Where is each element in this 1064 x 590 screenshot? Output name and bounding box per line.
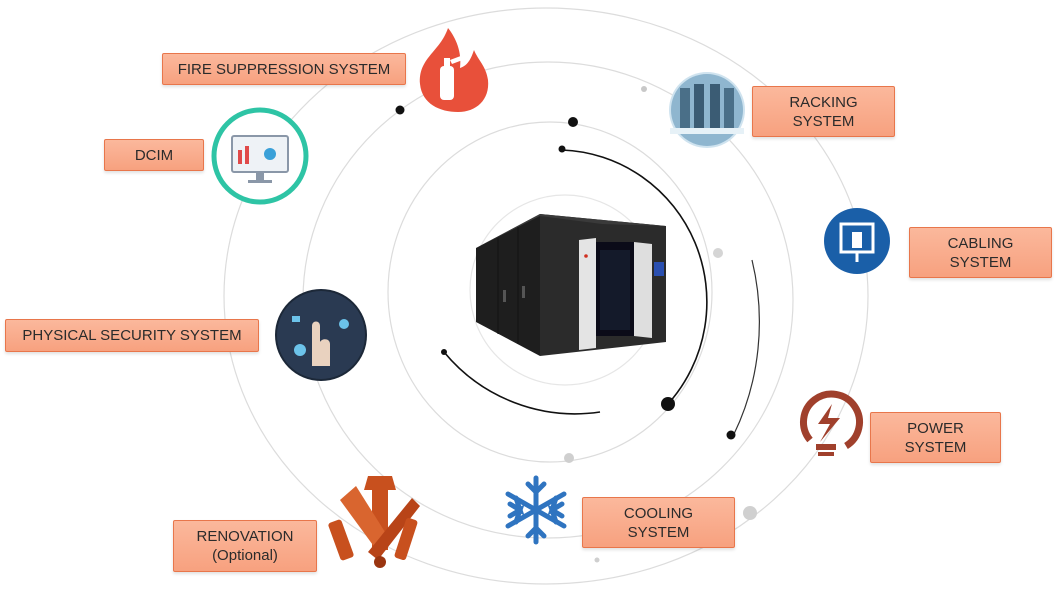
orbit-dot bbox=[568, 117, 578, 127]
label-racking: RACKING SYSTEM bbox=[752, 86, 895, 137]
orbit-dot bbox=[395, 105, 405, 115]
modular-data-center-icon bbox=[476, 214, 666, 356]
label-cooling: COOLING SYSTEM bbox=[582, 497, 735, 548]
label-renovation: RENOVATION (Optional) bbox=[173, 520, 317, 572]
orbit-dot bbox=[743, 506, 757, 520]
label-racking-line-2: SYSTEM bbox=[792, 112, 855, 130]
fire-extinguisher-icon bbox=[419, 28, 489, 112]
orbit-dot bbox=[713, 248, 723, 258]
accent-arc-inner bbox=[561, 149, 708, 405]
label-renovation-line-1: RENOVATION bbox=[196, 528, 294, 545]
label-power: POWER SYSTEM bbox=[870, 412, 1001, 463]
label-physical-security-line-1: PHYSICAL SECURITY SYSTEM bbox=[22, 327, 242, 344]
accent-arc-right bbox=[733, 259, 760, 435]
orbit-dot bbox=[726, 430, 736, 440]
label-cooling-line-2: SYSTEM bbox=[627, 523, 690, 541]
label-power-line-1: POWER bbox=[907, 419, 964, 437]
ethernet-port-icon bbox=[824, 208, 890, 274]
label-racking-line-1: RACKING bbox=[789, 93, 858, 111]
snowflake-icon bbox=[505, 475, 567, 545]
server-room-icon bbox=[669, 72, 745, 148]
label-dcim: DCIM bbox=[104, 139, 204, 171]
label-fire: FIRE SUPPRESSION SYSTEM bbox=[162, 53, 406, 85]
orbit-accents bbox=[443, 149, 760, 435]
touch-security-icon bbox=[275, 289, 367, 381]
orbit-dots bbox=[395, 86, 757, 563]
label-cooling-line-1: COOLING bbox=[623, 504, 694, 522]
label-renovation-line-2: (Optional) bbox=[212, 547, 278, 564]
label-physical-security: PHYSICAL SECURITY SYSTEM bbox=[5, 319, 259, 352]
orbit-dot bbox=[594, 557, 600, 563]
accent-arc-lower bbox=[443, 351, 601, 415]
orbit-dot bbox=[558, 145, 566, 153]
power-bulb-icon bbox=[800, 390, 863, 456]
label-cabling-line-2: SYSTEM bbox=[949, 253, 1012, 271]
outer-orbit bbox=[223, 7, 869, 585]
tools-icon bbox=[328, 476, 420, 568]
monitor-dashboard-icon bbox=[211, 107, 309, 205]
orbit-dot bbox=[641, 86, 647, 92]
inner-orbit bbox=[387, 121, 713, 463]
orbit-dot bbox=[564, 453, 574, 463]
orbit-dot bbox=[661, 397, 675, 411]
label-cabling-line-1: CABLING bbox=[947, 234, 1014, 252]
label-cabling: CABLING SYSTEM bbox=[909, 227, 1052, 278]
label-power-line-2: SYSTEM bbox=[904, 438, 967, 456]
label-fire-line-1: FIRE SUPPRESSION SYSTEM bbox=[177, 60, 391, 78]
label-dcim-line-1: DCIM bbox=[134, 146, 174, 164]
orbit-dot bbox=[441, 349, 447, 355]
